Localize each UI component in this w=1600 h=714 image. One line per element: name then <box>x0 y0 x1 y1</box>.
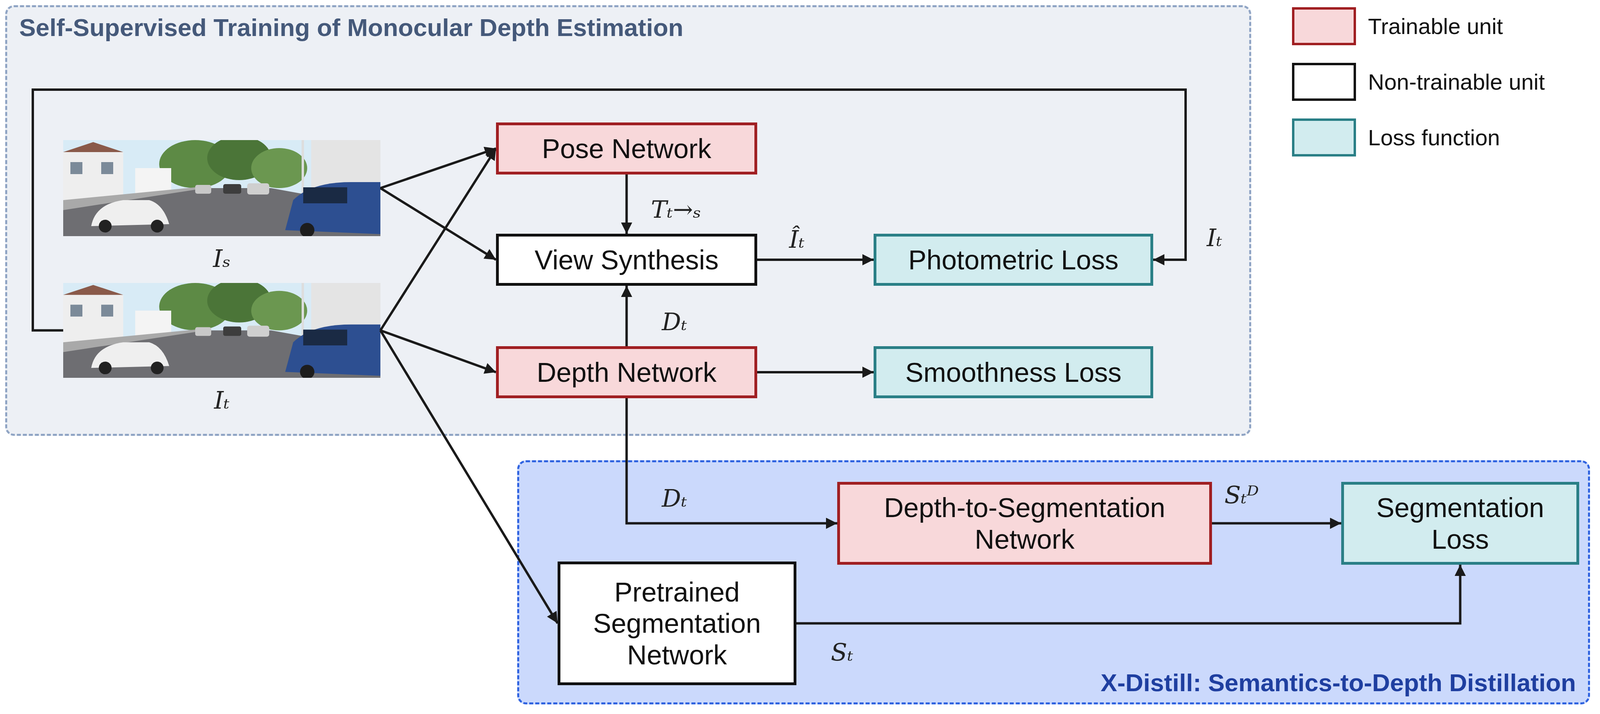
legend-swatch <box>1292 118 1356 157</box>
image-label: Iₛ <box>63 244 381 273</box>
process-box: Depth Network <box>496 346 758 398</box>
photo-detail <box>63 142 124 152</box>
connector-arrow <box>757 370 874 374</box>
connector-arrow <box>1212 522 1342 525</box>
photo-detail <box>303 329 348 346</box>
edge-label-holder: Sₜ <box>830 637 854 667</box>
edge-label-holder: Sₜᴰ <box>1224 480 1259 510</box>
legend-swatch <box>1292 7 1356 46</box>
photo-detail <box>300 364 315 378</box>
photo-detail <box>195 184 212 194</box>
edge-label-holder: Tₜ→ₛ <box>650 194 701 224</box>
region-title: Self-Supervised Training of Monocular De… <box>19 12 684 43</box>
connector-arrow <box>626 398 838 524</box>
connector-arrow <box>32 89 1186 331</box>
photo-detail <box>251 148 308 188</box>
photo-detail <box>63 152 124 200</box>
region-band: Self-Supervised Training of Monocular De… <box>5 5 1252 436</box>
signal-label: Sₜ <box>830 637 854 667</box>
process-box: View Synthesis <box>496 233 758 286</box>
connector-arrow <box>796 564 1461 624</box>
photo-detail <box>98 219 112 233</box>
photo-detail <box>300 222 315 236</box>
photo-detail <box>150 361 164 375</box>
box-label: Photometric Loss <box>908 244 1119 276</box>
edge-label-holder: Dₜ <box>662 307 688 336</box>
photo-detail <box>70 162 83 174</box>
connector-arrow <box>380 330 558 624</box>
connector-arrow <box>380 148 496 188</box>
photo-detail <box>223 184 242 194</box>
signal-label: Îₜ <box>789 224 805 254</box>
connector-arrow <box>625 285 628 346</box>
photo-detail <box>70 304 83 317</box>
legend-row: Non-trainable unit <box>1292 62 1545 101</box>
process-box: Depth-to-Segmentation Network <box>837 481 1212 565</box>
edge-label-holder: Îₜ <box>789 224 805 254</box>
loss-box: Segmentation Loss <box>1341 481 1580 565</box>
box-label: Smoothness Loss <box>905 356 1122 388</box>
street-photo <box>63 140 381 236</box>
photo-detail <box>63 284 124 295</box>
photo-detail <box>285 182 381 234</box>
loss-box: Photometric Loss <box>873 233 1154 286</box>
signal-label: Sₜᴰ <box>1224 480 1259 510</box>
connector-arrow <box>757 258 874 261</box>
legend-swatch <box>1292 62 1356 101</box>
signal-label: Dₜ <box>662 483 688 513</box>
legend-text: Non-trainable unit <box>1368 68 1545 95</box>
photo-detail <box>251 290 308 331</box>
photo-detail <box>195 327 212 336</box>
image-label: Iₜ <box>63 385 381 415</box>
box-label: Depth-to-Segmentation Network <box>848 491 1202 554</box>
signal-label: Iₜ <box>1206 223 1223 252</box>
source-photo: Iₛ <box>63 140 381 236</box>
photo-detail <box>150 219 164 233</box>
legend-text: Trainable unit <box>1368 13 1503 40</box>
box-label: Pretrained Segmentation Network <box>568 576 786 670</box>
connector-arrow <box>380 330 496 373</box>
legend-row: Trainable unit <box>1292 7 1545 46</box>
photo-detail <box>223 326 242 336</box>
street-photo <box>63 282 381 378</box>
signal-label: Dₜ <box>662 307 688 336</box>
legend-text: Loss function <box>1368 124 1500 151</box>
box-label: Depth Network <box>536 356 717 388</box>
loss-box: Smoothness Loss <box>873 346 1154 398</box>
legend-row: Loss function <box>1292 118 1545 157</box>
connector-arrow <box>380 148 496 331</box>
edge-label-holder: Iₜ <box>1206 223 1223 252</box>
box-label: Segmentation Loss <box>1352 491 1569 554</box>
photo-detail <box>285 324 381 376</box>
connector-arrow <box>380 188 496 260</box>
connector-arrow <box>625 174 628 234</box>
process-box: Pose Network <box>496 122 758 175</box>
box-label: Pose Network <box>542 132 712 164</box>
photo-detail <box>247 325 270 337</box>
photo-detail <box>98 361 112 375</box>
photo-detail <box>303 187 348 204</box>
region-title: X-Distill: Semantics-to-Depth Distillati… <box>1100 667 1576 698</box>
legend: Trainable unitNon-trainable unitLoss fun… <box>1292 7 1545 157</box>
process-box: Pretrained Segmentation Network <box>557 561 797 685</box>
box-label: View Synthesis <box>534 244 719 276</box>
photo-detail <box>63 294 124 343</box>
signal-label: Tₜ→ₛ <box>650 194 701 224</box>
photo-detail <box>247 183 270 195</box>
edge-label-holder: Dₜ <box>662 483 688 513</box>
target-photo: Iₜ <box>63 282 381 378</box>
photo-detail <box>101 304 114 317</box>
photo-detail <box>101 162 114 174</box>
